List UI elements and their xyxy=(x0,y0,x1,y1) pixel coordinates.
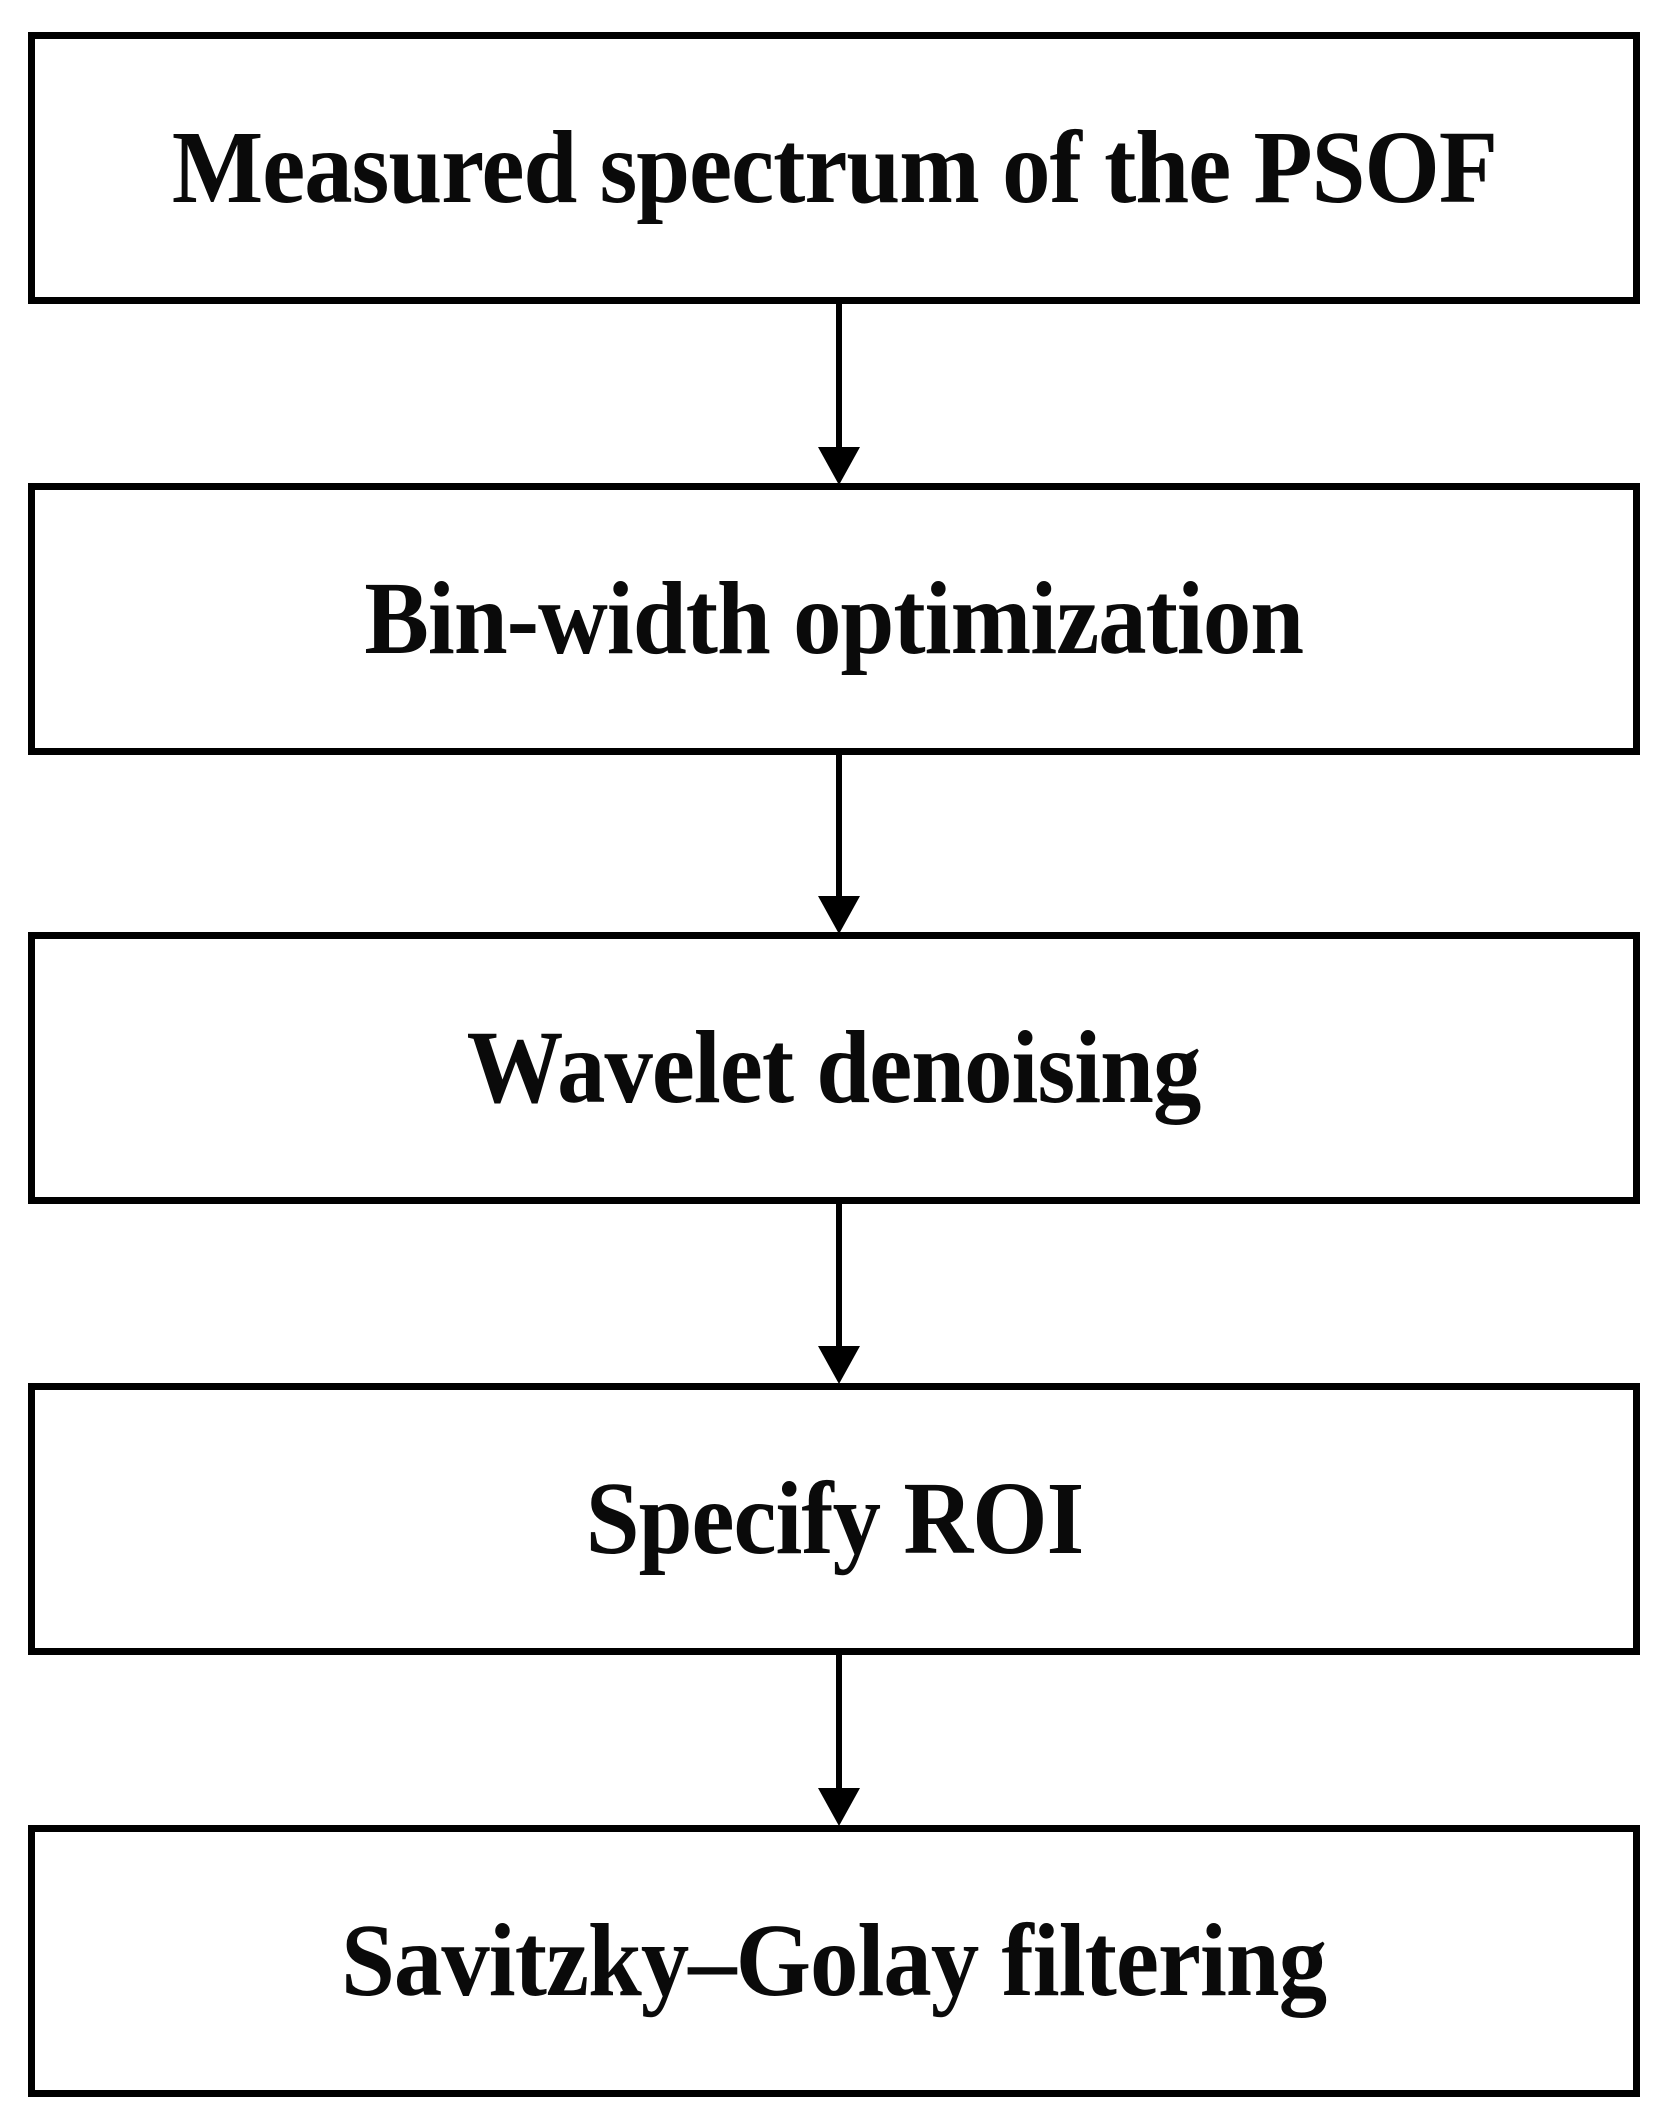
arrow-down-icon-3 xyxy=(818,1346,860,1384)
flow-node-label: Wavelet denoising xyxy=(467,1010,1202,1125)
arrow-down-icon-4 xyxy=(818,1788,860,1826)
flow-node-bin-width-optimization[interactable]: Bin-width optimization xyxy=(28,483,1640,755)
connector-line-2 xyxy=(836,755,842,896)
connector-line-3 xyxy=(836,1204,842,1346)
flow-node-specify-roi[interactable]: Specify ROI xyxy=(28,1383,1640,1655)
flow-node-label: Savitzky–Golay filtering xyxy=(341,1903,1327,2018)
flow-node-wavelet-denoising[interactable]: Wavelet denoising xyxy=(28,932,1640,1204)
flow-node-measured-spectrum[interactable]: Measured spectrum of the PSOF xyxy=(28,32,1640,304)
connector-line-1 xyxy=(836,304,842,447)
connector-line-4 xyxy=(836,1655,842,1788)
arrow-down-icon-1 xyxy=(818,447,860,485)
flow-node-savitzky-golay-filtering[interactable]: Savitzky–Golay filtering xyxy=(28,1825,1640,2097)
flow-node-label: Specify ROI xyxy=(585,1461,1083,1576)
flow-node-label: Bin-width optimization xyxy=(364,561,1305,676)
flow-node-label: Measured spectrum of the PSOF xyxy=(171,110,1497,225)
arrow-down-icon-2 xyxy=(818,896,860,934)
